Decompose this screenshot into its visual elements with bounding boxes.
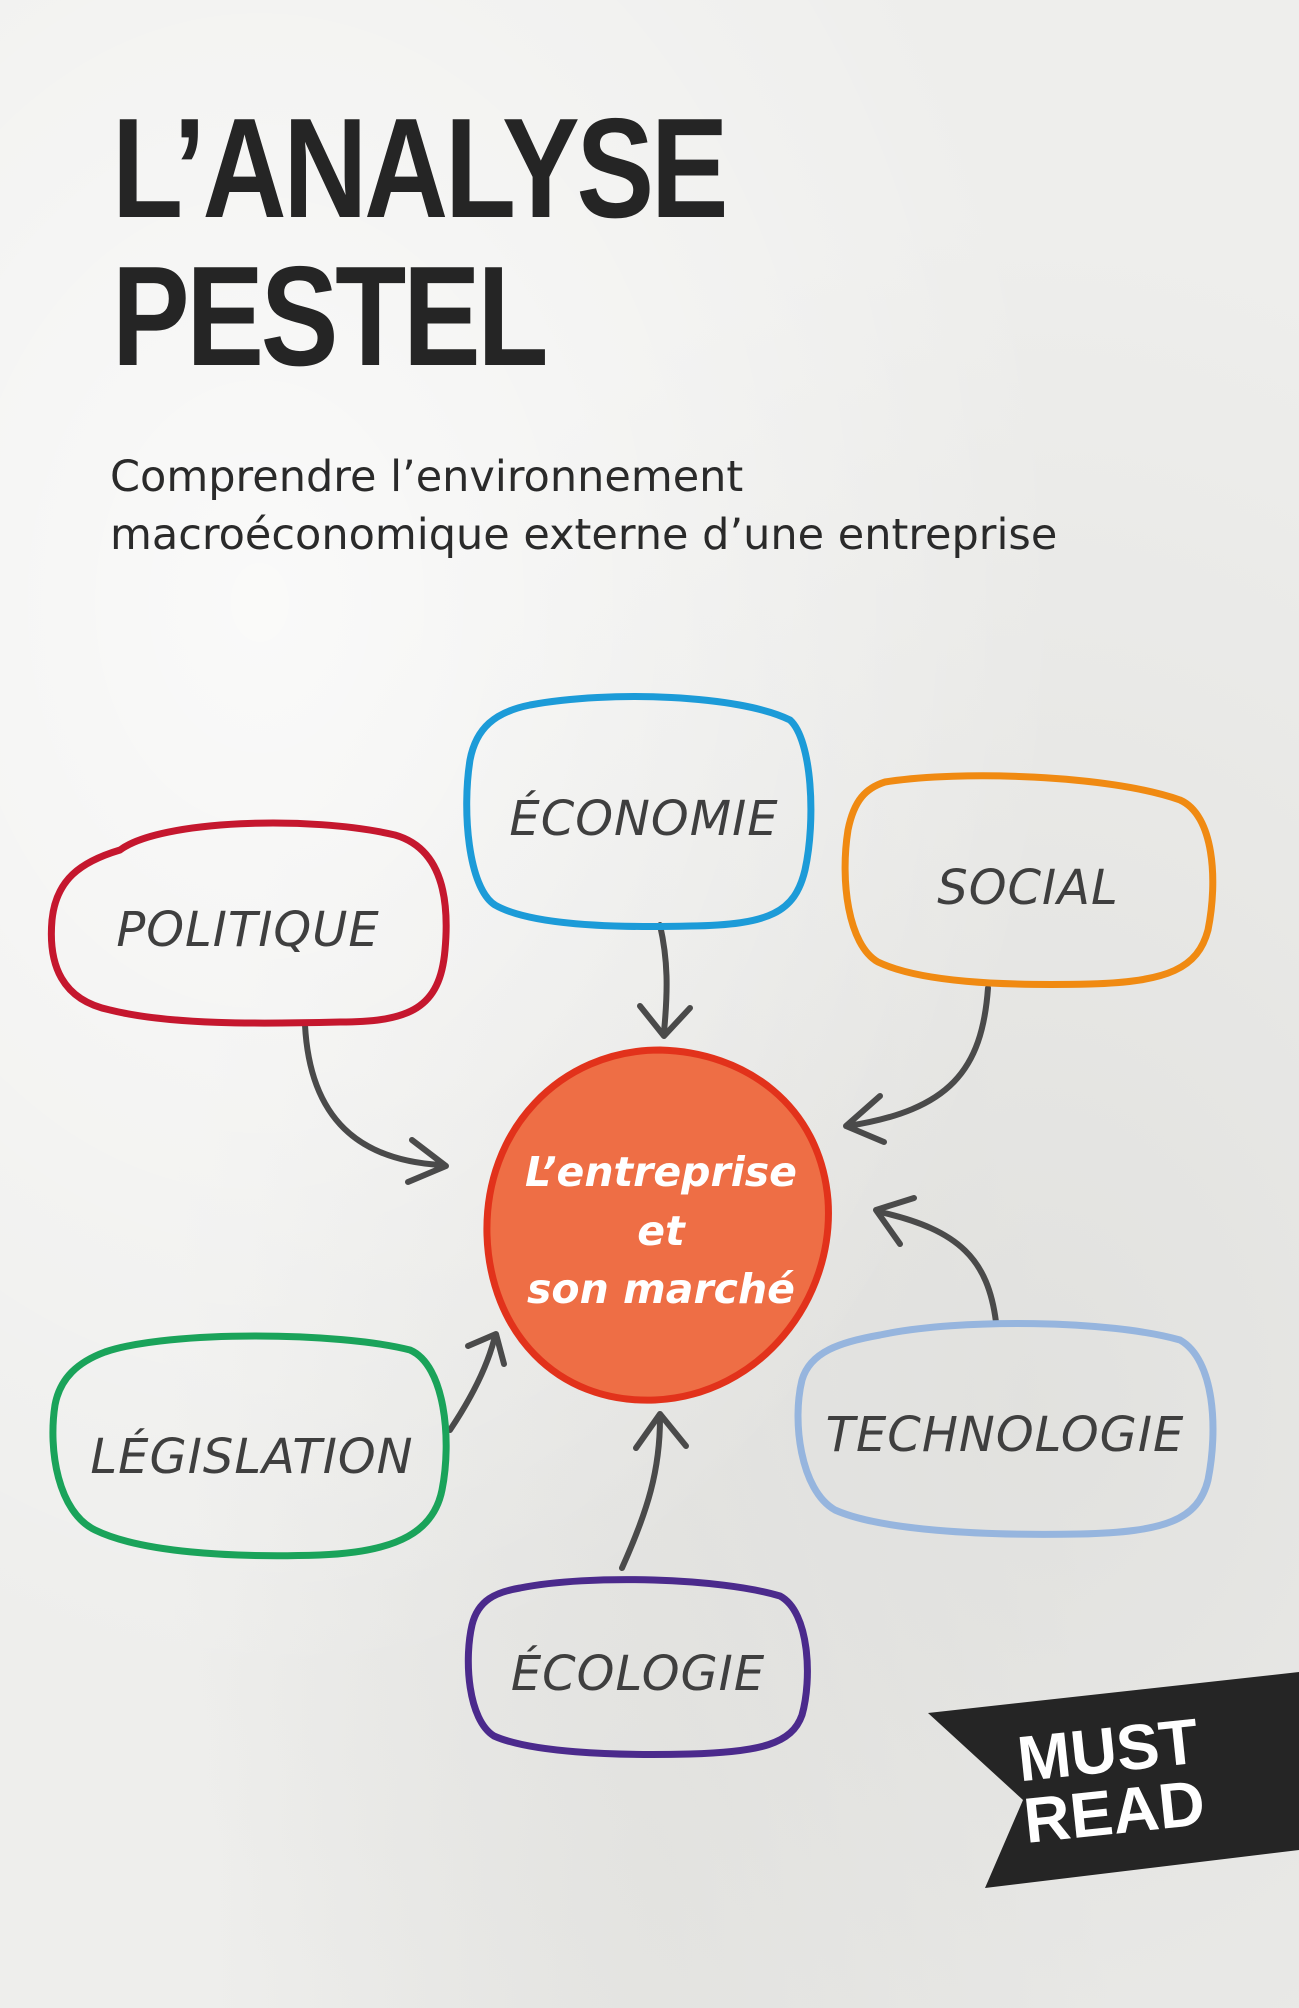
arrow-social <box>845 985 991 1129</box>
node-ecologie-label: ÉCOLOGIE <box>511 1645 765 1702</box>
node-economie-label: ÉCONOMIE <box>509 790 778 847</box>
node-politique-outline <box>47 819 450 1027</box>
arrow-legislation <box>447 1337 497 1433</box>
node-politique: POLITIQUE <box>47 819 450 1027</box>
arrow-ecologie-head <box>633 1411 689 1451</box>
node-politique-label: POLITIQUE <box>116 902 379 958</box>
node-economie-outline <box>463 693 815 931</box>
arrow-technologie-head <box>873 1195 917 1247</box>
node-social: SOCIAL <box>841 772 1217 988</box>
node-economie: ÉCONOMIE <box>463 693 815 931</box>
arrow-social-head <box>843 1093 887 1145</box>
node-legislation-label: LÉGISLATION <box>90 1428 413 1485</box>
node-technologie-outline <box>794 1320 1217 1538</box>
connector-arrows <box>302 922 999 1571</box>
arrow-economie <box>657 922 670 1035</box>
must-read-badge: MUST READ <box>928 1672 1299 1888</box>
node-social-outline <box>841 772 1217 988</box>
node-legislation-outline <box>49 1332 450 1560</box>
book-title: L’ANALYSE PESTEL <box>112 89 729 396</box>
node-technologie-label: TECHNOLOGIE <box>826 1407 1185 1463</box>
node-ecologie-outline <box>464 1576 811 1758</box>
arrow-politique <box>302 1022 443 1168</box>
book-subtitle: Comprendre l’environnement macroéconomiq… <box>110 448 1057 564</box>
arrow-economie-head <box>637 1003 693 1039</box>
subtitle-line-2: macroéconomique externe d’une entreprise <box>110 510 1058 560</box>
badge-ribbon <box>928 1672 1299 1888</box>
center-label-line-2: et <box>637 1207 686 1255</box>
title-line-1: L’ANALYSE <box>112 89 729 248</box>
center-circle <box>483 1046 832 1404</box>
node-ecologie: ÉCOLOGIE <box>464 1576 811 1758</box>
arrow-technologie <box>877 1209 999 1325</box>
center-label-line-3: son marché <box>527 1265 795 1313</box>
arrow-politique-head <box>405 1137 449 1185</box>
title-line-2: PESTEL <box>112 237 549 396</box>
center-node: L’entreprise et son marché <box>483 1046 832 1404</box>
arrow-legislation-head <box>465 1331 507 1367</box>
subtitle-line-1: Comprendre l’environnement <box>110 452 744 502</box>
center-label-line-1: L’entreprise <box>525 1148 797 1196</box>
arrow-ecologie <box>619 1415 663 1571</box>
node-technologie: TECHNOLOGIE <box>794 1320 1217 1538</box>
node-legislation: LÉGISLATION <box>49 1332 450 1560</box>
node-social-label: SOCIAL <box>937 860 1119 916</box>
